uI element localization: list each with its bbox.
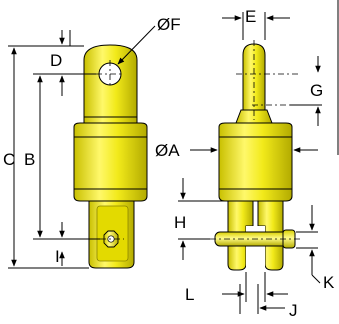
- dimension-i: [50, 222, 89, 269]
- dimension-f: [117, 25, 156, 65]
- dimension-d: [60, 30, 84, 47]
- side-view: [214, 43, 296, 271]
- dimension-k: [296, 205, 321, 284]
- dimension-g: [290, 56, 322, 126]
- label-a: ØA: [155, 141, 180, 160]
- label-e: E: [245, 7, 256, 26]
- front-body: [73, 122, 148, 202]
- label-i: I: [55, 247, 60, 266]
- front-view: [73, 44, 148, 269]
- dimension-e: [222, 12, 290, 40]
- label-k: K: [323, 273, 335, 292]
- side-body: [218, 122, 293, 202]
- label-f: ØF: [157, 15, 181, 34]
- label-b: B: [24, 150, 35, 169]
- label-l: L: [185, 285, 194, 304]
- label-j: J: [289, 301, 298, 320]
- label-h: H: [174, 213, 186, 232]
- dimension-l: [222, 272, 288, 302]
- dimension-h: [178, 178, 228, 260]
- dimension-j: [239, 284, 285, 314]
- label-c: C: [3, 150, 15, 169]
- label-d: D: [50, 51, 62, 70]
- label-g: G: [310, 81, 323, 100]
